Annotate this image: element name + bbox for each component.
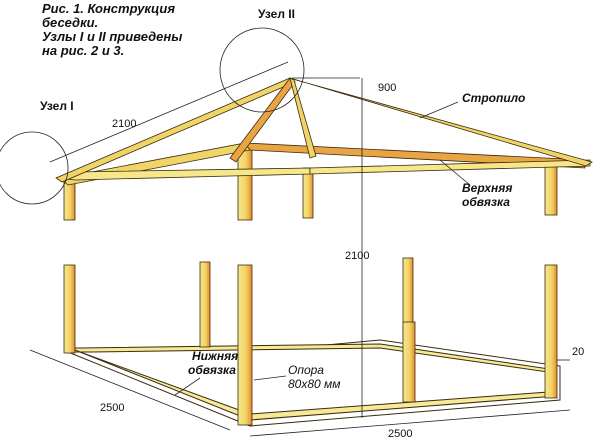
width-bottom-dimension: 2500 — [388, 428, 413, 440]
post-front-left-bottom — [63, 264, 76, 354]
post-front-inner — [402, 321, 416, 403]
node-2-label: Узел II — [258, 7, 295, 21]
post-front-middle-top — [237, 149, 253, 221]
post-height-dimension: 2100 — [345, 250, 370, 262]
node-1-label: Узел I — [40, 99, 74, 113]
bottom-binding-label-1: Нижняя — [192, 349, 239, 363]
caption-line-4: на рис. 2 и 3. — [42, 43, 125, 58]
annotation-lines — [0, 27, 571, 437]
width-left-dimension: 2500 — [100, 402, 125, 414]
rafter-dimension-line — [49, 61, 289, 163]
post-front-middle-bottom — [237, 264, 253, 426]
post-right-bottom — [544, 264, 558, 399]
rafter-length-dimension: 2100 — [112, 118, 137, 130]
rafter-right — [289, 77, 593, 167]
caption-line-2: беседки. — [42, 15, 99, 30]
caption-line-1: Рис. 1. Конструкция — [42, 1, 176, 16]
roof-height-dimension: 900 — [378, 82, 397, 94]
rafter-label: Стропило — [462, 91, 526, 105]
post-label-1: Опора — [288, 363, 324, 377]
top-binding-label-2: обвязка — [462, 195, 510, 209]
width-bottom-dimension-line — [249, 409, 571, 437]
bottom-binding-label-2: обвязка — [188, 363, 236, 377]
top-binding-label-1: Верхняя — [462, 181, 513, 195]
post-right-top — [544, 162, 558, 216]
offset-dimension: 20 — [572, 346, 585, 358]
post-back-top — [302, 167, 314, 219]
post-label-2: 80x80 мм — [288, 377, 341, 391]
posts — [63, 149, 558, 426]
width-left-dimension-line — [29, 349, 231, 431]
caption-line-3: Узлы I и II приведены — [42, 29, 183, 44]
top-frame — [58, 142, 591, 186]
rafters — [55, 77, 593, 183]
node-1-circle — [0, 131, 69, 205]
post-back-left — [199, 261, 211, 348]
rafter-back — [289, 77, 317, 159]
node-2-circle — [219, 27, 305, 113]
